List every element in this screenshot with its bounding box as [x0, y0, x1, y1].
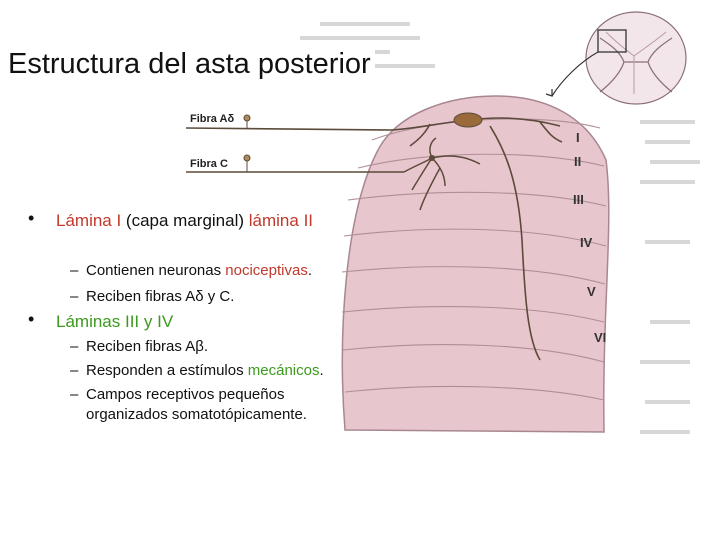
lamina-label-iii: III	[573, 192, 584, 207]
dorsal-horn-shape	[341, 95, 610, 433]
lamina-boundaries	[341, 118, 607, 401]
neuron-lamina-ii	[429, 155, 435, 161]
fiber-label-markers	[243, 114, 251, 172]
sub-item: Reciben fibras Aδ y C.	[86, 288, 234, 305]
sub-item-highlight: mecánicos	[247, 362, 320, 379]
sub-item: Reciben fibras Aβ.	[86, 338, 208, 355]
sub-item-text: Reciben fibras Aβ.	[86, 338, 209, 355]
bullet-lamina-i-tail: lámina II	[248, 211, 314, 230]
sub-item-text: Reciben fibras Aδ y C.	[86, 288, 235, 305]
sub-dash: –	[70, 262, 79, 279]
fiber-a-delta	[185, 117, 563, 361]
lamina-label-v: V	[587, 284, 596, 299]
fiber-c	[186, 137, 481, 211]
bullet-dot: •	[28, 208, 35, 228]
bullet-lamina-i-paren: (capa marginal)	[121, 211, 249, 230]
spinal-cord-inset	[545, 11, 687, 105]
bullet-lamina-i: Lámina I (capa marginal) lámina II	[56, 211, 313, 231]
sub-item-highlight: nociceptivas	[225, 262, 308, 279]
sub-dash: –	[70, 338, 79, 355]
sub-item-continuation: organizados somatotópicamente.	[86, 406, 307, 423]
sub-item-text: Responden a estímulos	[86, 362, 248, 379]
neuron-lamina-i	[453, 112, 483, 128]
sub-item: Campos receptivos pequeños	[86, 386, 284, 403]
sub-item: Contienen neuronas nociceptivas.	[86, 262, 312, 279]
sub-item-text: Campos receptivos pequeños	[86, 386, 285, 403]
lamina-label-iv: IV	[580, 235, 593, 250]
bullet-laminas-iii-iv: Láminas III y IV	[56, 312, 173, 332]
sub-item-text: Contienen neuronas	[86, 262, 226, 279]
sub-item-text-end: .	[307, 262, 312, 279]
bullet-lamina-i-head: Lámina I	[56, 211, 122, 230]
sub-item: Responden a estímulos mecánicos.	[86, 362, 324, 379]
lamina-label-vi: VI	[594, 330, 606, 345]
lamina-label-i: I	[576, 130, 580, 145]
fiber-a-delta-label: Fibra Aδ	[190, 113, 234, 125]
lamina-label-ii: II	[574, 154, 581, 169]
sub-dash: –	[70, 362, 79, 379]
fiber-c-label: Fibra C	[190, 158, 228, 170]
sub-dash: –	[70, 386, 79, 403]
sub-item-text-end: .	[319, 362, 324, 379]
bullet-laminas-iii-iv-head: Láminas III y IV	[56, 312, 174, 331]
sub-item-text: organizados somatotópicamente.	[86, 406, 307, 423]
sub-dash: –	[70, 288, 79, 305]
slide-title: Estructura del asta posterior	[8, 48, 375, 81]
bullet-dot: •	[28, 309, 35, 329]
